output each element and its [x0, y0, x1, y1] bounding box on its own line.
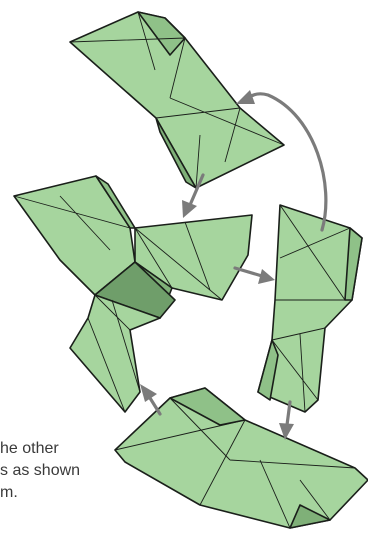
caption: he other s as shown m.: [0, 438, 190, 504]
arrow-right-to-bottom: [279, 402, 294, 440]
caption-line-2: s as shown: [0, 460, 190, 482]
right-module: [258, 205, 362, 412]
arrow-bottom-to-left: [140, 384, 160, 414]
left-module: [14, 176, 252, 412]
arrow-left-to-right: [235, 268, 275, 284]
caption-line-1: he other: [0, 438, 190, 460]
caption-line-3: m.: [0, 482, 190, 504]
